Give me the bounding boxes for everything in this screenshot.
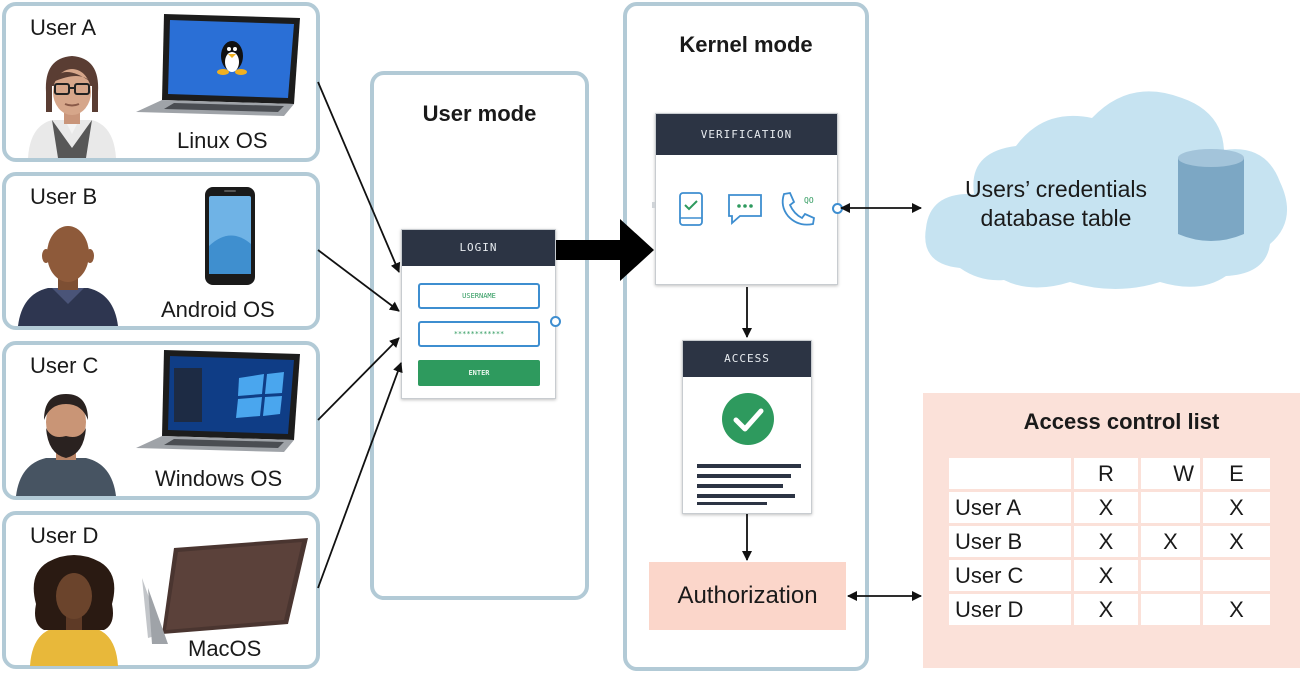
acl-cell-e: X: [1203, 594, 1270, 625]
user-c-os-label: Windows OS: [155, 466, 283, 491]
user-b-os-label: Android OS: [161, 297, 275, 322]
laptop-windows-icon: [136, 350, 300, 452]
user-a-os-label: Linux OS: [177, 128, 268, 153]
acl-cell-w: X: [1141, 526, 1200, 557]
user-mode-title: User mode: [422, 101, 537, 126]
avatar-user-a: [28, 56, 116, 158]
database-label-line1: Users’ credentials: [965, 176, 1147, 202]
login-connector-dot: [550, 316, 561, 327]
verification-left-dot: [652, 202, 655, 208]
acl-row: User D X X: [949, 594, 1270, 625]
arrow-user-b-to-login: [317, 249, 400, 312]
acl-cell-e: X: [1203, 492, 1270, 523]
verification-card-header: VERIFICATION: [656, 114, 837, 155]
acl-cell-r: X: [1074, 526, 1138, 557]
acl-header-blank: [949, 458, 1071, 489]
arrow-user-d-to-login: [317, 362, 403, 589]
acl-cell-r: X: [1074, 492, 1138, 523]
acl-row-user: User B: [949, 526, 1071, 557]
acl-cell-e: [1203, 560, 1270, 591]
acl-cell-w: [1141, 560, 1200, 591]
phone-android-icon: [205, 187, 255, 285]
user-d-os-label: MacOS: [188, 636, 262, 661]
acl-row-user: User D: [949, 594, 1071, 625]
acl-row-user: User C: [949, 560, 1071, 591]
database-label-line2: database table: [980, 205, 1132, 231]
acl-header-r: R: [1074, 458, 1138, 489]
database-icon: [1178, 149, 1244, 241]
acl-table: R W E User A X X User B X X X User C X U…: [946, 455, 1273, 628]
svg-text:QO: QO: [804, 196, 814, 205]
kernel-mode-title: Kernel mode: [679, 32, 813, 57]
arrow-user-c-to-login: [317, 337, 400, 421]
acl-header-row: R W E: [949, 458, 1270, 489]
access-card: ACCESS: [682, 340, 812, 514]
arrow-login-to-verification: [556, 219, 654, 281]
user-b-name: User B: [30, 184, 98, 209]
acl-title: Access control list: [1023, 409, 1220, 434]
arrow-user-a-to-login: [317, 81, 401, 273]
login-card: LOGIN USERNAME ************ ENTER: [401, 229, 556, 399]
laptop-mac-icon: [142, 538, 308, 644]
check-circle-icon: [722, 393, 774, 445]
authorization-box: Authorization: [649, 562, 846, 630]
acl-row: User C X: [949, 560, 1270, 591]
phone-check-icon: [679, 192, 703, 226]
username-field[interactable]: USERNAME: [418, 283, 540, 309]
acl-cell-w: [1141, 492, 1200, 523]
user-c-name: User C: [30, 353, 99, 378]
user-a-name: User A: [30, 15, 97, 40]
acl-cell-r: X: [1074, 594, 1138, 625]
acl-row: User A X X: [949, 492, 1270, 523]
avatar-user-d: [30, 555, 118, 666]
verification-card: VERIFICATION QO: [655, 113, 838, 285]
acl-row: User B X X X: [949, 526, 1270, 557]
password-field[interactable]: ************: [418, 321, 540, 347]
avatar-user-c: [16, 394, 116, 496]
chat-bubble-icon: [728, 194, 762, 225]
avatar-user-b: [18, 226, 118, 326]
phone-call-icon: QO: [781, 191, 816, 226]
login-card-header: LOGIN: [402, 230, 555, 266]
document-lines-icon: [697, 464, 801, 505]
acl-header-e: E: [1203, 458, 1270, 489]
acl-cell-w: [1141, 594, 1200, 625]
acl-cell-e: X: [1203, 526, 1270, 557]
acl-header-w: W: [1141, 458, 1200, 489]
access-card-header: ACCESS: [683, 341, 811, 377]
enter-button[interactable]: ENTER: [418, 360, 540, 386]
acl-row-user: User A: [949, 492, 1071, 523]
acl-cell-r: X: [1074, 560, 1138, 591]
laptop-linux-icon: [136, 14, 300, 116]
user-d-name: User D: [30, 523, 99, 548]
